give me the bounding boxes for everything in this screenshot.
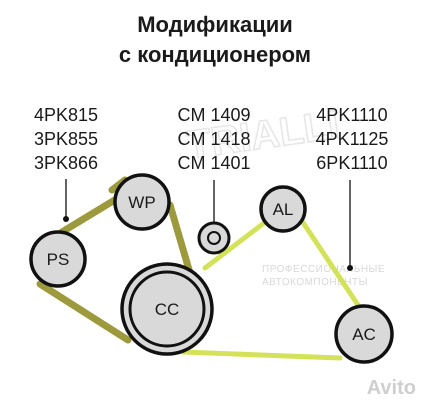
title-line-1: Модификации	[137, 12, 293, 37]
middle-tensioner-codes: CM 1409 CM 1418 CM 1401	[168, 103, 260, 175]
title-line-2: с кондиционером	[118, 42, 312, 67]
pulley-ps-label: PS	[47, 250, 70, 269]
right-code-2: 4PK1125	[315, 129, 389, 149]
pulley-al-label: AL	[273, 200, 294, 219]
left-code-1: 4PK815	[33, 105, 99, 125]
belt-right	[180, 215, 371, 361]
pulley-wp-label: WP	[128, 193, 155, 212]
right-code-1: 4PK1110	[316, 105, 388, 125]
pulley-ps: PS	[29, 230, 87, 288]
pulley-cc: CC	[120, 262, 214, 356]
watermark-line-1: ПРОФЕССИОНАЛЬНЫЕ	[262, 264, 385, 275]
middle-code-2: CM 1418	[177, 129, 251, 149]
pulley-wp: WP	[113, 173, 171, 231]
title: Модификации с кондиционером	[0, 10, 430, 70]
leader-left	[63, 179, 69, 222]
pulley-cc-label: CC	[155, 300, 180, 319]
avito-label: Avito	[366, 377, 416, 399]
left-belt-codes: 4PK815 3PK855 3PK866	[26, 103, 106, 175]
right-belt-codes: 4PK1110 4PK1125 6PK1110	[306, 103, 398, 175]
left-code-3: 3PK866	[33, 153, 99, 173]
watermark-line-2: АВТОКОМПОНЕНТЫ	[262, 277, 368, 288]
left-code-2: 3PK855	[33, 129, 99, 149]
pulley-al: AL	[259, 185, 307, 233]
avito-watermark: Avito	[367, 377, 416, 400]
leader-right	[347, 180, 353, 271]
middle-code-1: CM 1409	[177, 105, 251, 125]
pulley-tensioner	[197, 221, 231, 255]
pulley-ac: AC	[334, 304, 394, 364]
middle-code-3: CM 1401	[177, 153, 251, 173]
pulley-ac-label: AC	[352, 325, 376, 344]
right-code-3: 6PK1110	[316, 153, 388, 173]
